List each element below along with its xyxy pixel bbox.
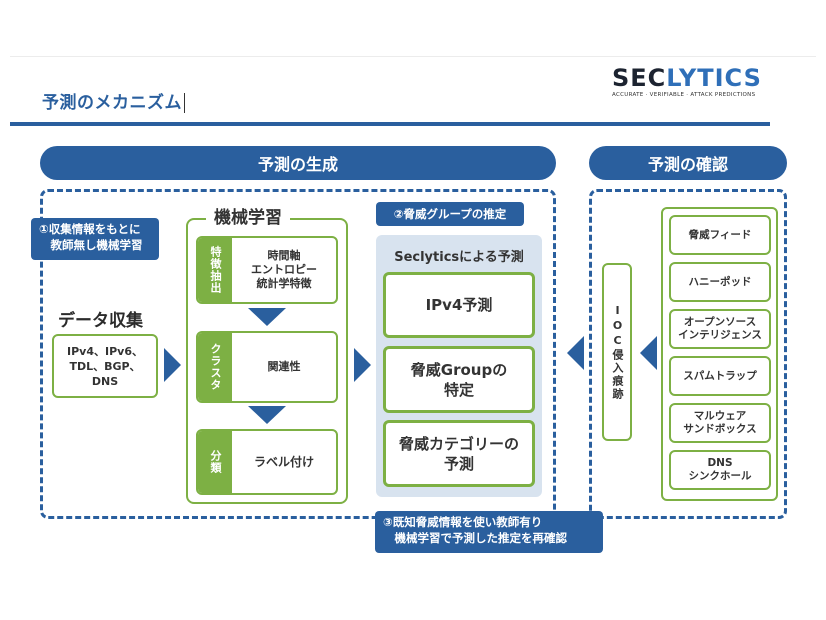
data-sources-box: IPv4、IPv6、 TDL、BGP、 DNS [52,334,158,398]
section-header-generation: 予測の生成 [40,146,556,180]
logo-tagline: ACCURATE · VERIFIABLE · ATTACK PREDICTIO… [612,92,756,98]
ml-stage-cluster: クラスタ 関連性 [196,331,338,403]
arrow-down-icon [248,406,286,424]
ml-stage-content: 時間軸 エントロピー 統計学特徴 [251,249,317,290]
data-collection-title: データ収集 [58,311,143,331]
ml-stage-feature-extraction: 特徴抽出 時間軸 エントロピー 統計学特徴 [196,236,338,304]
confirmation-region [589,189,787,519]
intel-source-item: ハニーポッド [669,262,771,302]
title-underline [10,122,770,126]
ml-stage-content: 関連性 [267,360,301,373]
generation-region [40,189,556,519]
machine-learning-title: 機械学習 [206,203,290,228]
arrow-down-icon [248,308,286,326]
step1-text: ①収集情報をもとに 教師無し機械学習 [39,222,143,252]
top-divider [10,56,816,57]
prediction-threat-category: 脅威カテゴリーの 予測 [383,420,535,487]
ml-stage-content: ラベル付け [253,455,314,469]
page-title: 予測のメカニズム [42,88,185,113]
page-title-text: 予測のメカニズム [42,93,182,113]
logo-wordmark: SECLYTICS [612,66,792,90]
prediction-title: Seclyticsによる予測 [394,250,524,265]
intel-source-item: オープンソース インテリジェンス [669,309,771,349]
intel-source-item: DNS シンクホール [669,450,771,490]
intel-source-item: 脅威フィード [669,215,771,255]
text-cursor [184,93,185,113]
ioc-label: IOC侵入痕跡 [611,303,624,401]
arrow-left-icon [567,336,584,370]
arrow-left-icon [640,336,657,370]
intel-source-item: スパムトラップ [669,356,771,396]
logo-word-dark: SEC [612,64,667,92]
ml-stage-tag: クラスタ [198,333,232,401]
step3-text: ③既知脅威情報を使い教師有り 機械学習で予測した推定を再確認 [383,515,567,545]
step2-label: ②脅威グループの推定 [376,202,524,226]
ioc-box: IOC侵入痕跡 [602,263,632,441]
seclytics-logo: SECLYTICS ACCURATE · VERIFIABLE · ATTACK… [612,66,792,98]
ml-stage-tag: 分類 [198,431,232,493]
intel-source-item: マルウェア サンドボックス [669,403,771,443]
arrow-right-icon [164,348,181,382]
arrow-right-icon [354,348,371,382]
ml-stage-classification: 分類 ラベル付け [196,429,338,495]
logo-word-blue: LYTICS [666,64,762,92]
prediction-ipv4: IPv4予測 [383,272,535,338]
step1-label: ①収集情報をもとに 教師無し機械学習 [31,218,159,260]
prediction-threat-group: 脅威Groupの 特定 [383,346,535,413]
section-header-confirmation: 予測の確認 [589,146,787,180]
ml-stage-tag: 特徴抽出 [198,238,232,302]
step3-label: ③既知脅威情報を使い教師有り 機械学習で予測した推定を再確認 [375,511,603,553]
